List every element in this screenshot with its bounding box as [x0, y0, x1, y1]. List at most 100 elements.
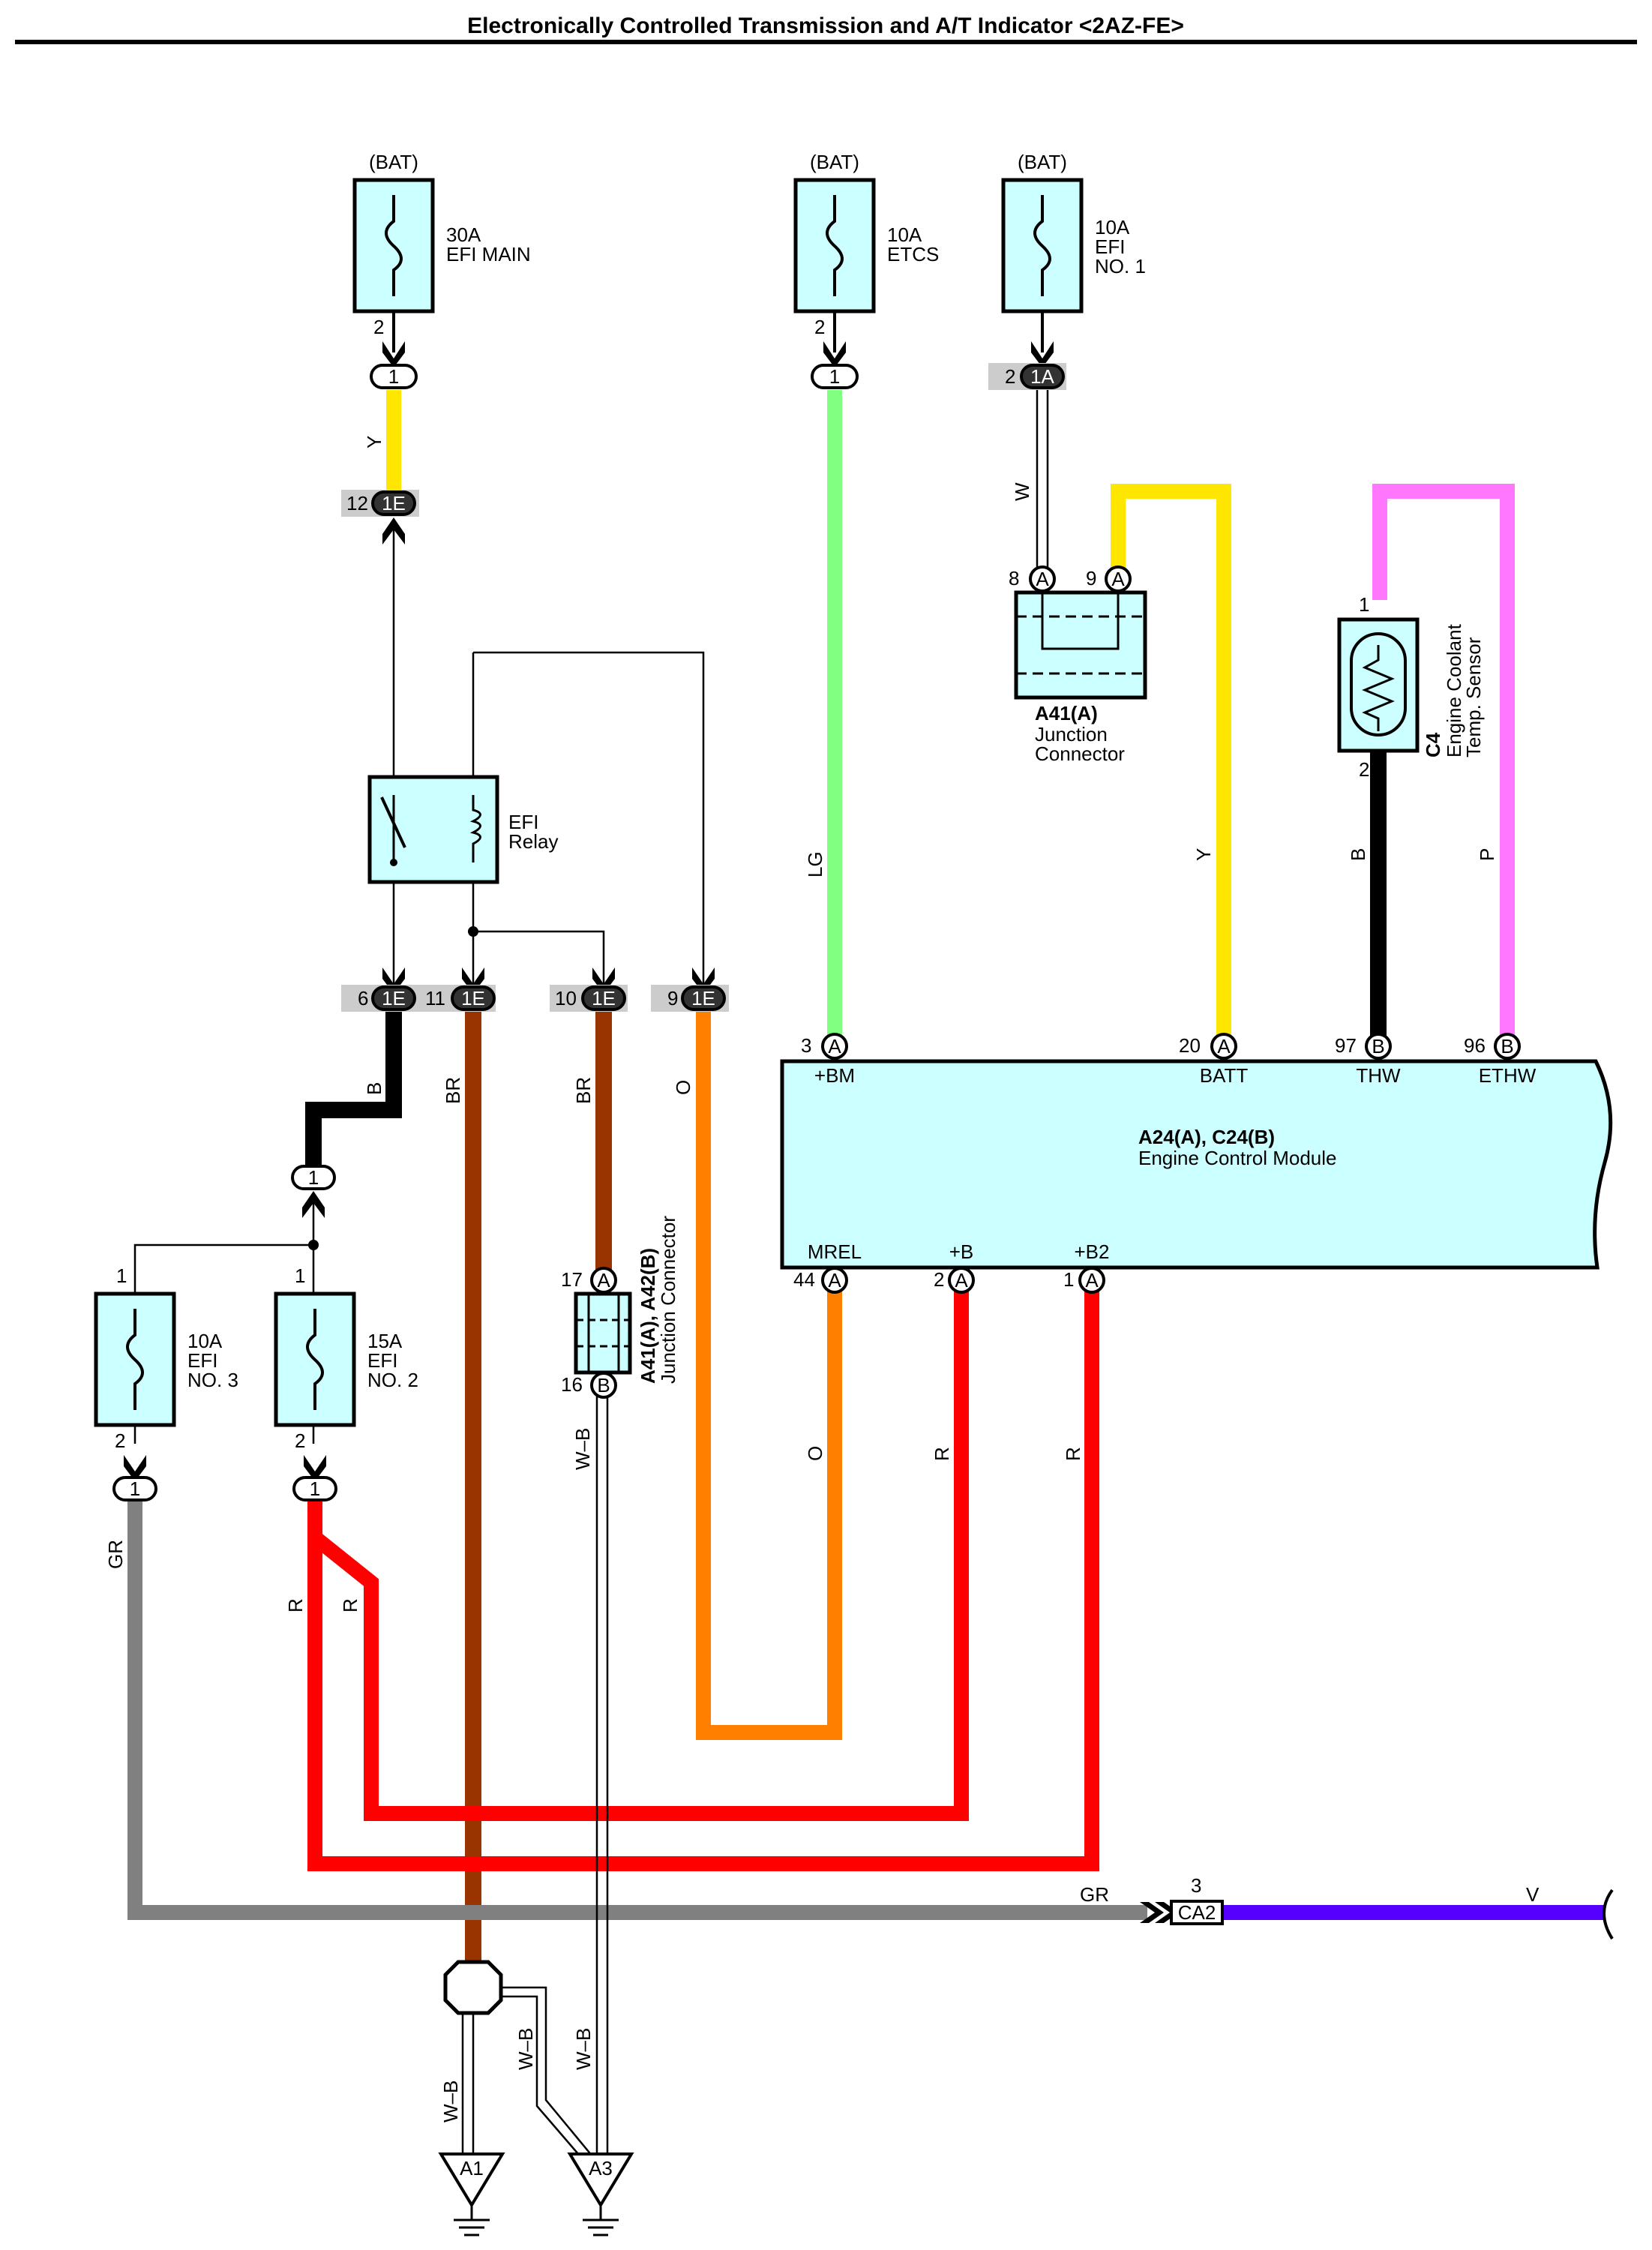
ecm-top-pin-num: 3 [801, 1034, 811, 1057]
ecm-bottom-pin-name: +B2 [1075, 1240, 1110, 1263]
ca2-name: CA2 [1178, 1901, 1216, 1924]
junction-a41-line1: Junction [1035, 723, 1108, 746]
connector-10-conn: 1E [592, 987, 616, 1010]
sensor-pin2: 2 [1359, 758, 1369, 781]
relay-switch-icon [380, 796, 406, 848]
sensor-c4: 1 2 C4 Engine Coolant Temp. Sensor [1337, 593, 1485, 781]
junction-a41-a42: 17 A 16 B A41(A), A42(B) Junction Connec… [561, 1216, 679, 1399]
ecm-top-pin-num: 97 [1335, 1034, 1357, 1057]
splice-dot [468, 926, 478, 937]
ground-a3-label: A3 [589, 2157, 613, 2180]
sensor-line1: Engine Coolant [1443, 623, 1465, 758]
ground-a3: A3 [567, 2152, 634, 2236]
wire-label: Y [363, 436, 385, 448]
ecm-bottom-pin-name: MREL [808, 1240, 862, 1263]
junction-a41-conn9: A [1111, 568, 1125, 590]
wire-label: R [1062, 1447, 1084, 1461]
ecm-top-pin-name: +BM [814, 1064, 855, 1087]
wire-label: B [363, 1082, 385, 1095]
junction-a41-line2: Connector [1035, 742, 1125, 765]
wire-label: W [1011, 482, 1033, 501]
wire-label: B [1347, 848, 1369, 861]
fuse-efi-main-name: EFI MAIN [446, 243, 531, 266]
connector-arrow-icon [302, 1191, 325, 1218]
connector-9-conn: 1E [691, 987, 715, 1010]
junction-a41a42-conn17: A [597, 1269, 610, 1292]
connector-arrow-icon [382, 518, 405, 544]
fuse-efi-main-rating: 30A [446, 224, 481, 246]
connector-12-pin: 12 [346, 492, 368, 514]
wire-pink-ethw [1372, 484, 1515, 1039]
junction-a41a42-pin17: 17 [561, 1268, 583, 1291]
ecm-bottom-pin-conn: A [1085, 1269, 1099, 1292]
fuse-efi-no2-conn: 1 [310, 1478, 320, 1500]
wire-label: W–B [514, 2028, 537, 2070]
break-mark-icon [1603, 1888, 1614, 1940]
wire-label: O [672, 1080, 694, 1095]
fuse-efi-no3-rating: 10A [187, 1330, 223, 1352]
connector-11-conn: 1E [461, 987, 485, 1010]
ecm: 3 A +BM 20 A BATT 97 B THW 96 B ETHW A24… [780, 1033, 1613, 1294]
sensor-id: C4 [1422, 732, 1444, 758]
connector-12-1e: 12 1E [341, 490, 419, 544]
ground-a1-label: A1 [460, 2157, 484, 2180]
connector-10-pin: 10 [555, 987, 577, 1010]
fuse-efi-no2-name2: NO. 2 [367, 1369, 418, 1391]
fuse-efi-no2-name1: EFI [367, 1349, 397, 1372]
ecm-top-pin-name: BATT [1200, 1064, 1249, 1087]
wire-label: O [804, 1446, 826, 1461]
wire-label: R [339, 1598, 361, 1612]
connector-arrow-icon [823, 341, 846, 368]
connector-12-conn: 1E [382, 492, 406, 514]
ecm-top-pin-conn: B [1501, 1035, 1513, 1058]
wire-orange [696, 1009, 842, 1740]
connectors-1e-row: 6 1E 11 1E 10 1E 9 1E [341, 968, 729, 1012]
ground-point-icon [443, 1960, 503, 2015]
wire-label: W–B [571, 1428, 594, 1470]
fuse-symbol-icon [385, 195, 403, 296]
junction-a41-pin8: 8 [1009, 567, 1019, 590]
fuse-efi-main-conn: 1 [388, 365, 399, 388]
wire-label: R [284, 1598, 307, 1612]
ecm-top-pin-num: 96 [1464, 1034, 1486, 1057]
sensor-line2: Temp. Sensor [1462, 637, 1485, 758]
connector-9-pin: 9 [667, 987, 678, 1010]
wire-label: GR [104, 1540, 127, 1569]
connector-mid-conn: 1 [308, 1166, 319, 1189]
wire-label: P [1476, 848, 1498, 861]
fuse-etcs-pin: 2 [814, 316, 825, 338]
fuse-efi-no2: 1 15A EFI NO. 2 2 1 [274, 1264, 418, 1502]
connector-arrow-icon [1140, 1902, 1164, 1923]
ecm-top-pin-num: 20 [1179, 1034, 1201, 1057]
ecm-bottom-pin-num: 44 [793, 1268, 815, 1291]
wire-red-b2 [307, 1286, 1099, 1871]
ecm-bottom-pin-name: +B [949, 1240, 974, 1263]
junction-a41: 8 A 9 A A41(A) Junction Connector [1009, 566, 1147, 765]
junction-a41-pin9: 9 [1086, 567, 1096, 590]
connector-ca2: 3 CA2 [1140, 1874, 1614, 1940]
ecm-bottom-pin-num: 2 [934, 1268, 944, 1291]
connector-6-pin: 6 [358, 987, 368, 1010]
wire-gray [127, 1500, 1147, 1920]
fuse-etcs: (BAT) 10A ETCS 2 1 [793, 151, 939, 389]
fuse-symbol-icon [826, 195, 844, 296]
fuse-efi-no1: (BAT) 10A EFI NO. 1 2 1A [988, 151, 1146, 390]
connector-arrow-icon [382, 341, 405, 368]
ecm-top-pin-name: ETHW [1479, 1064, 1537, 1087]
diagram-title: Electronically Controlled Transmission a… [467, 14, 1184, 38]
wire-label: W–B [439, 2080, 462, 2122]
ecm-bottom-pin-num: 1 [1063, 1268, 1074, 1291]
ecm-top-pin-conn: B [1372, 1035, 1384, 1058]
wires [127, 390, 1605, 1972]
ground-a1: A1 [438, 2152, 505, 2236]
thermistor-icon [1362, 645, 1395, 731]
efi-relay: EFI Relay [367, 775, 558, 884]
ecm-top-pin-name: THW [1356, 1064, 1401, 1087]
fuse-efi-no3-name2: NO. 3 [187, 1369, 238, 1391]
wire-label: GR [1080, 1883, 1109, 1906]
wire-label: W–B [572, 2028, 595, 2070]
connector-mid-1: 1 [291, 1165, 336, 1218]
junction-a41a42-conn16: B [597, 1374, 610, 1396]
fuse-efi-no3: 1 10A EFI NO. 3 2 1 [94, 1264, 238, 1502]
wire-label: Y [1192, 848, 1215, 861]
